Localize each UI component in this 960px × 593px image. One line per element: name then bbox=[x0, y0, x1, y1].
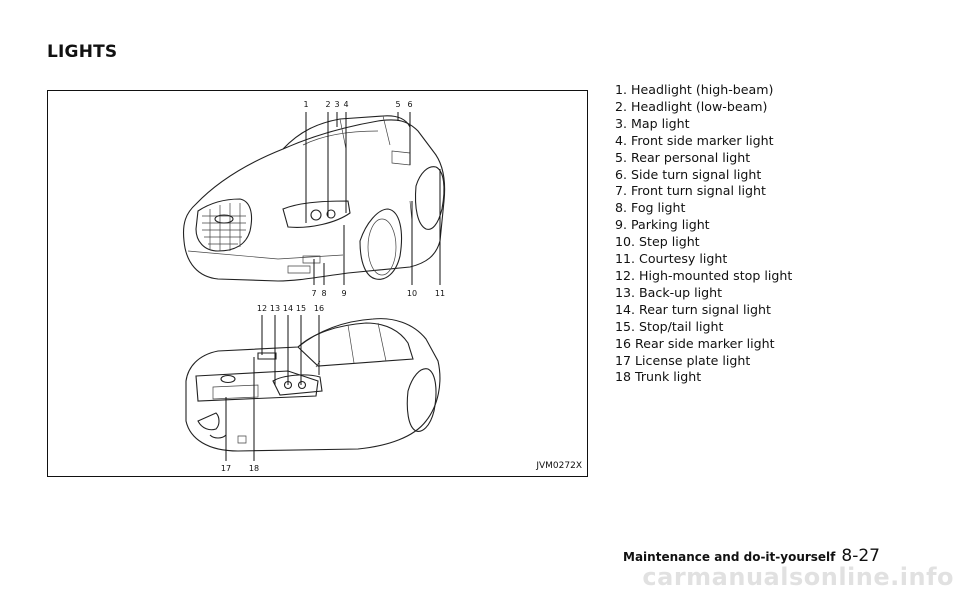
front-callout-numbers: 1 2 3 4 5 6 7 8 9 10 11 bbox=[303, 100, 445, 298]
page-footer: Maintenance and do-it-yourself 8-27 bbox=[623, 546, 880, 566]
callout-4: 4 bbox=[343, 100, 348, 109]
callout-7: 7 bbox=[311, 289, 316, 298]
rear-callout-numbers: 12 13 14 15 16 17 18 bbox=[221, 304, 324, 473]
figure-code: JVM0272X bbox=[536, 461, 582, 471]
legend-item: 18 Trunk light bbox=[615, 369, 702, 385]
legend-item: 9. Parking light bbox=[615, 217, 710, 233]
legend-item: 3. Map light bbox=[615, 115, 690, 131]
rear-callout-lines bbox=[225, 315, 320, 461]
legend-item: 1. Headlight (high-beam) bbox=[615, 82, 774, 97]
legend-item: 16 Rear side marker light bbox=[615, 335, 775, 351]
callout-15: 15 bbox=[296, 304, 306, 313]
callout-17: 17 bbox=[221, 464, 231, 473]
callout-13: 13 bbox=[270, 304, 280, 313]
page-number: 8-27 bbox=[841, 546, 880, 566]
car-illustration: 1 2 3 4 5 6 7 8 9 10 11 12 13 14 15 16 1… bbox=[182, 100, 446, 473]
legend-item: 6. Side turn signal light bbox=[615, 166, 762, 182]
legend-item: 14. Rear turn signal light bbox=[615, 301, 771, 317]
legend-item: 8. Fog light bbox=[615, 200, 686, 216]
callout-16: 16 bbox=[314, 304, 324, 313]
callout-8: 8 bbox=[321, 289, 326, 298]
footer-section-title: Maintenance and do-it-yourself bbox=[623, 550, 836, 564]
legend-item: 10. Step light bbox=[615, 234, 700, 250]
callout-14: 14 bbox=[283, 304, 293, 313]
lights-legend-list: 1. Headlight (high-beam) 2. Headlight (l… bbox=[615, 82, 792, 386]
callout-11: 11 bbox=[435, 289, 445, 298]
legend-item: 4. Front side marker light bbox=[615, 132, 774, 148]
rear-car-drawing bbox=[185, 318, 441, 452]
lights-figure: 1 2 3 4 5 6 7 8 9 10 11 12 13 14 15 16 1… bbox=[47, 90, 588, 477]
callout-1: 1 bbox=[303, 100, 308, 109]
callout-3: 3 bbox=[334, 100, 339, 109]
callout-6: 6 bbox=[407, 100, 412, 109]
front-callout-lines bbox=[305, 112, 441, 285]
legend-item: 17 License plate light bbox=[615, 352, 751, 368]
callout-9: 9 bbox=[341, 289, 346, 298]
legend-item: 12. High-mounted stop light bbox=[615, 267, 793, 283]
page-heading: LIGHTS bbox=[47, 42, 118, 62]
callout-5: 5 bbox=[395, 100, 400, 109]
callout-18: 18 bbox=[249, 464, 259, 473]
callout-12: 12 bbox=[257, 304, 267, 313]
watermark: carmanualsonline.info bbox=[642, 563, 954, 591]
legend-item: 11. Courtesy light bbox=[615, 251, 728, 267]
legend-item: 15. Stop/tail light bbox=[615, 318, 724, 334]
legend-item: 2. Headlight (low-beam) bbox=[615, 98, 768, 114]
callout-2: 2 bbox=[325, 100, 330, 109]
legend-item: 5. Rear personal light bbox=[615, 149, 751, 165]
front-car-drawing bbox=[182, 115, 446, 282]
callout-10: 10 bbox=[407, 289, 417, 298]
legend-item: 7. Front turn signal light bbox=[615, 183, 766, 199]
legend-item: 13. Back-up light bbox=[615, 284, 723, 300]
